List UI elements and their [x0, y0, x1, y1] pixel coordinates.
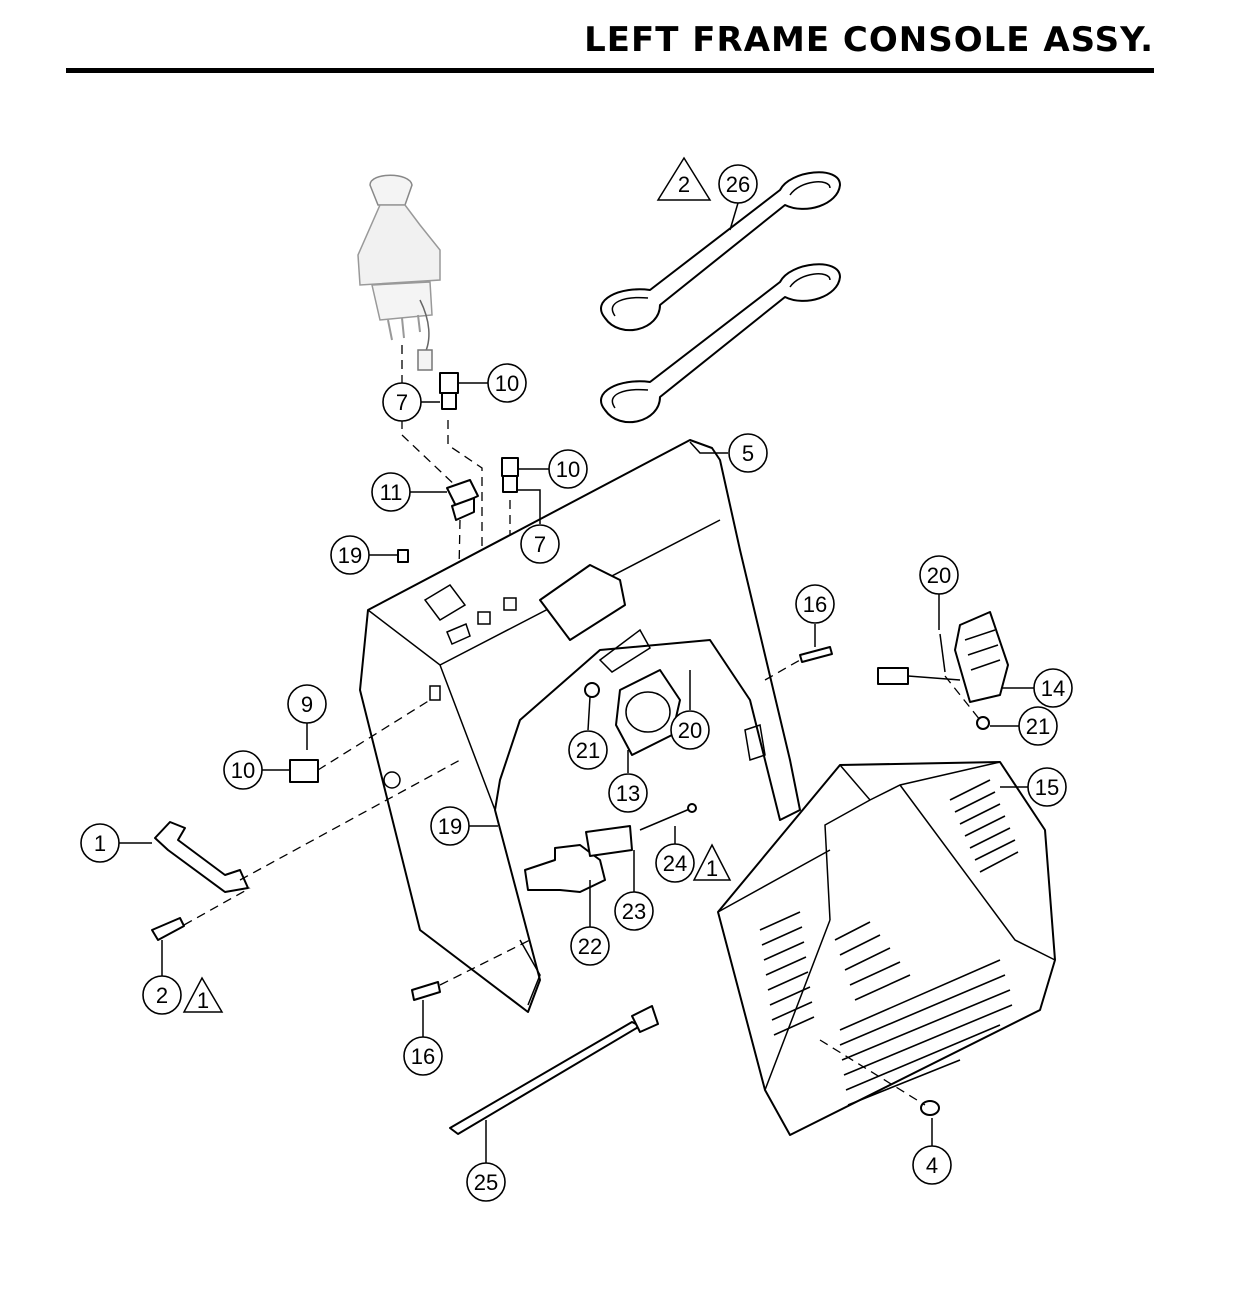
- svg-text:20: 20: [927, 563, 951, 588]
- svg-text:2: 2: [156, 983, 168, 1008]
- svg-text:1: 1: [706, 856, 718, 881]
- svg-text:10: 10: [231, 758, 255, 783]
- svg-text:2: 2: [678, 172, 690, 197]
- svg-text:26: 26: [726, 172, 750, 197]
- strap-part: [600, 171, 841, 424]
- warning-triangle-1: 1: [182, 976, 224, 1013]
- svg-text:20: 20: [678, 718, 702, 743]
- rocker-switch-part: [446, 479, 479, 521]
- svg-text:5: 5: [742, 441, 754, 466]
- callout-10: 10: [223, 750, 263, 790]
- joystick-part: [357, 174, 441, 371]
- svg-text:25: 25: [474, 1170, 498, 1195]
- page-title: LEFT FRAME CONSOLE ASSY.: [584, 20, 1154, 60]
- callout-25: 25: [466, 1162, 506, 1202]
- callout-19: 19: [330, 535, 370, 575]
- grille-slots: [759, 779, 1019, 1106]
- callout-16: 16: [403, 1036, 443, 1076]
- svg-text:1: 1: [197, 988, 209, 1013]
- svg-text:1: 1: [94, 831, 106, 856]
- svg-text:10: 10: [495, 371, 519, 396]
- svg-text:14: 14: [1041, 676, 1065, 701]
- svg-text:21: 21: [1026, 714, 1050, 739]
- callout-24: 24: [655, 843, 695, 883]
- svg-text:4: 4: [926, 1153, 938, 1178]
- fastener-parts: [151, 549, 990, 1116]
- svg-text:23: 23: [622, 899, 646, 924]
- svg-text:13: 13: [616, 781, 640, 806]
- svg-text:24: 24: [663, 851, 687, 876]
- callout-4: 4: [912, 1145, 952, 1185]
- svg-text:11: 11: [380, 480, 403, 505]
- callout-26: 26: [718, 164, 758, 204]
- callout-5: 5: [728, 433, 768, 473]
- callout-19: 19: [430, 806, 470, 846]
- callout-9: 9: [287, 684, 327, 724]
- callout-16: 16: [795, 584, 835, 624]
- leader-lines: [119, 202, 1034, 1163]
- callout-1: 1: [80, 823, 120, 863]
- callouts: 26 10 7 5 10 11 7 19 20 16 9 14 21 21 20…: [80, 164, 1073, 1202]
- callout-15: 15: [1027, 767, 1067, 807]
- svg-text:16: 16: [411, 1044, 435, 1069]
- callout-10: 10: [548, 449, 588, 489]
- console-frame-part: [359, 439, 801, 1013]
- callout-7: 7: [382, 382, 422, 422]
- svg-text:15: 15: [1035, 775, 1059, 800]
- warning-triangle-1: 1: [692, 843, 732, 881]
- svg-text:7: 7: [534, 532, 546, 557]
- svg-text:7: 7: [396, 390, 408, 415]
- bracket-part: [524, 825, 633, 893]
- warning-triangle-2: 2: [656, 156, 712, 201]
- callout-13: 13: [608, 773, 648, 813]
- callout-21: 21: [1018, 706, 1058, 746]
- callout-14: 14: [1033, 668, 1073, 708]
- grille-guard-part: [717, 761, 1056, 1136]
- callout-10: 10: [487, 363, 527, 403]
- svg-text:16: 16: [803, 592, 827, 617]
- svg-text:10: 10: [556, 457, 580, 482]
- callout-22: 22: [570, 926, 610, 966]
- svg-text:21: 21: [576, 738, 600, 763]
- title-rule: [66, 68, 1154, 73]
- svg-text:19: 19: [438, 814, 462, 839]
- cable-tie-part: [449, 1005, 659, 1135]
- callout-20: 20: [919, 555, 959, 595]
- callout-7: 7: [520, 524, 560, 564]
- warning-triangles: 2 1 1: [182, 156, 732, 1013]
- callout-21: 21: [568, 730, 608, 770]
- callout-20: 20: [670, 710, 710, 750]
- callout-11: 11: [371, 472, 411, 512]
- rear-light-part: [877, 611, 1009, 703]
- callout-2: 2: [142, 975, 182, 1015]
- svg-text:22: 22: [578, 934, 602, 959]
- work-light-part: [598, 628, 681, 756]
- svg-text:19: 19: [338, 543, 362, 568]
- callout-23: 23: [614, 891, 654, 931]
- connector-part: [439, 372, 519, 493]
- svg-text:9: 9: [301, 692, 313, 717]
